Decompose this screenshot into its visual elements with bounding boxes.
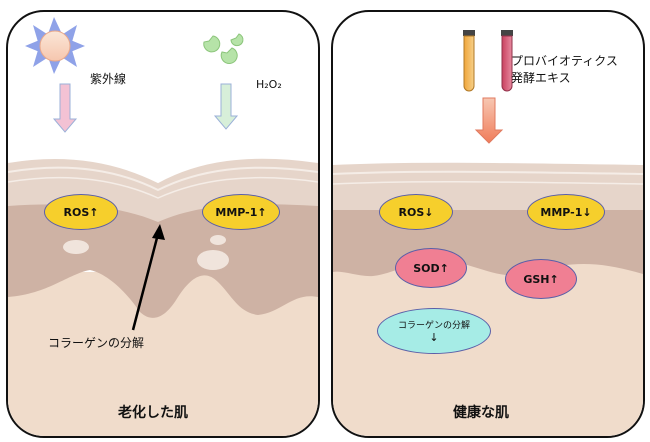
- sod-oval: SOD↑: [395, 248, 467, 288]
- peroxide-icon: [203, 33, 244, 64]
- uv-label: 紫外線: [90, 72, 127, 86]
- probiotics-label-line2: 発酵エキス: [511, 71, 571, 85]
- epidermis-layer: [8, 157, 318, 222]
- sun-icon: [25, 17, 85, 74]
- mmp1-oval: MMP-1↓: [527, 194, 605, 230]
- collagen-oval: コラーゲンの分解 ↓: [377, 308, 491, 354]
- gsh-oval: GSH↑: [505, 259, 577, 299]
- aged-skin-caption: 老化した肌: [118, 405, 188, 421]
- ros-oval: ROS↑: [44, 194, 118, 230]
- deep-tissue: [333, 260, 643, 436]
- collagen-pointer-arrow: [131, 224, 165, 331]
- healthy-skin-panel: プロバイオティクス 発酵エキス ROS↓ MMP-1↓ SOD↑ GSH↑ コラ…: [331, 10, 645, 438]
- aged-skin-panel: 紫外線 H₂O₂ ROS↑ MMP-1↑ コラーゲンの分解 老化した肌: [6, 10, 320, 438]
- mmp1-oval: MMP-1↑: [202, 194, 280, 230]
- test-tube-icon: [463, 30, 513, 92]
- collagen-breakdown-label: コラーゲンの分解: [48, 336, 145, 350]
- h2o2-label: H₂O₂: [256, 78, 282, 91]
- down-arrow-icon: [474, 97, 504, 144]
- down-arrow-icon: [52, 83, 239, 133]
- ros-oval: ROS↓: [379, 194, 453, 230]
- healthy-skin-caption: 健康な肌: [453, 405, 509, 421]
- deep-tissue: [8, 272, 318, 436]
- healthy-skin-illustration: [333, 30, 643, 436]
- probiotics-label-line1: プロバイオティクス: [511, 54, 618, 68]
